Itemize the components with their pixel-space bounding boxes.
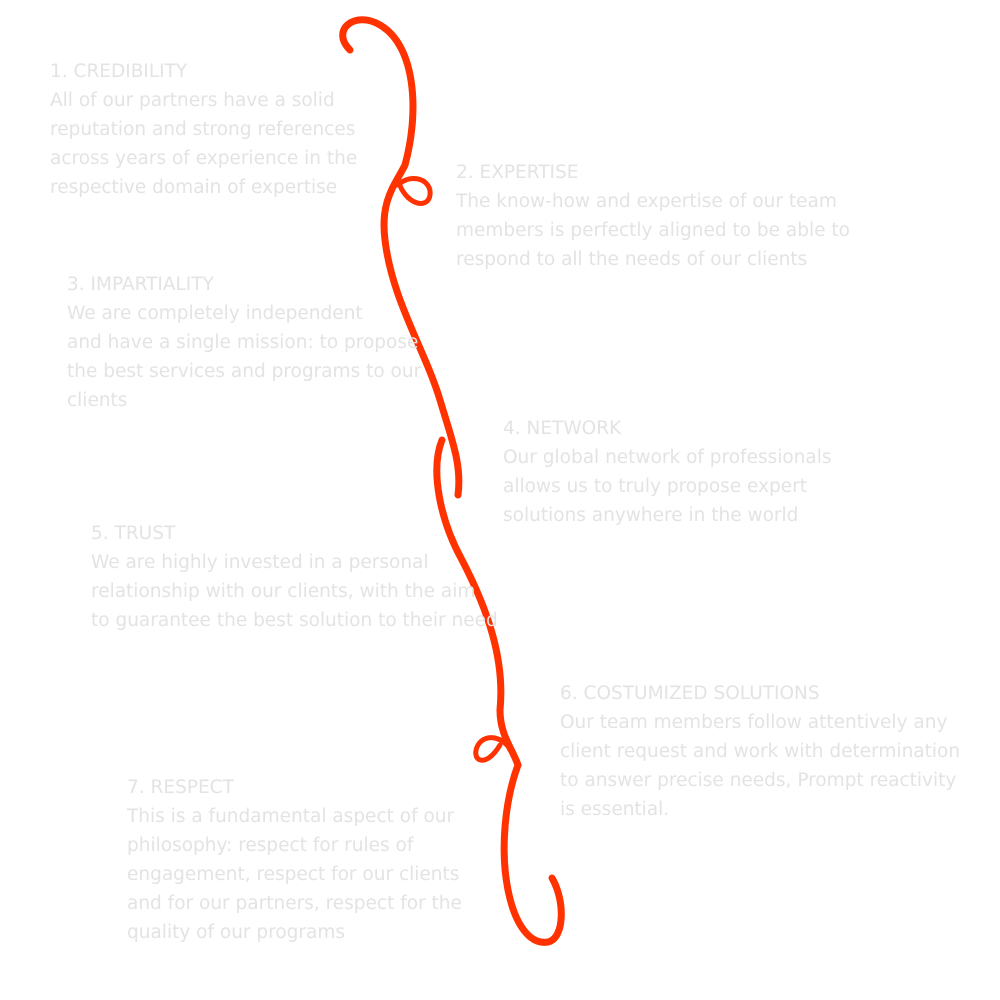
value-title: 4. NETWORK xyxy=(503,418,622,439)
value-network: 4. NETWORK Our global network of profess… xyxy=(503,414,863,530)
value-trust: 5. TRUST We are highly invested in a per… xyxy=(91,519,511,635)
vine-top-hook xyxy=(339,16,417,169)
value-impartiality: 3. IMPARTIALITY We are completely indepe… xyxy=(67,270,427,415)
value-description: Our team members follow attentively any … xyxy=(560,712,961,820)
value-title: 3. IMPARTIALITY xyxy=(67,274,214,295)
vine-strokes xyxy=(339,16,565,946)
vine-upper-stem xyxy=(380,161,463,499)
value-customized-solutions: 6. COSTUMIZED SOLUTIONS Our team members… xyxy=(560,679,980,824)
value-expertise: 2. EXPERTISE The know-how and expertise … xyxy=(456,158,876,274)
value-description: All of our partners have a solid reputat… xyxy=(50,90,358,198)
vine-middle-stem xyxy=(433,436,505,714)
value-title: 6. COSTUMIZED SOLUTIONS xyxy=(560,683,820,704)
value-title: 2. EXPERTISE xyxy=(456,162,579,183)
vine-lower-stem xyxy=(496,706,565,946)
value-description: Our global network of professionals allo… xyxy=(503,447,832,526)
value-title: 7. RESPECT xyxy=(127,777,234,798)
value-title: 1. CREDIBILITY xyxy=(50,61,188,82)
value-description: We are highly invested in a personal rel… xyxy=(91,552,498,631)
value-description: The know-how and expertise of our team m… xyxy=(456,191,850,270)
value-description: We are completely independent and have a… xyxy=(67,303,422,411)
value-credibility: 1. CREDIBILITY All of our partners have … xyxy=(50,57,370,202)
value-description: This is a fundamental aspect of our phil… xyxy=(127,806,462,943)
vine-upper-curl xyxy=(395,176,433,206)
value-respect: 7. RESPECT This is a fundamental aspect … xyxy=(127,773,487,947)
vine-lower-curl xyxy=(473,735,513,763)
value-title: 5. TRUST xyxy=(91,523,176,544)
